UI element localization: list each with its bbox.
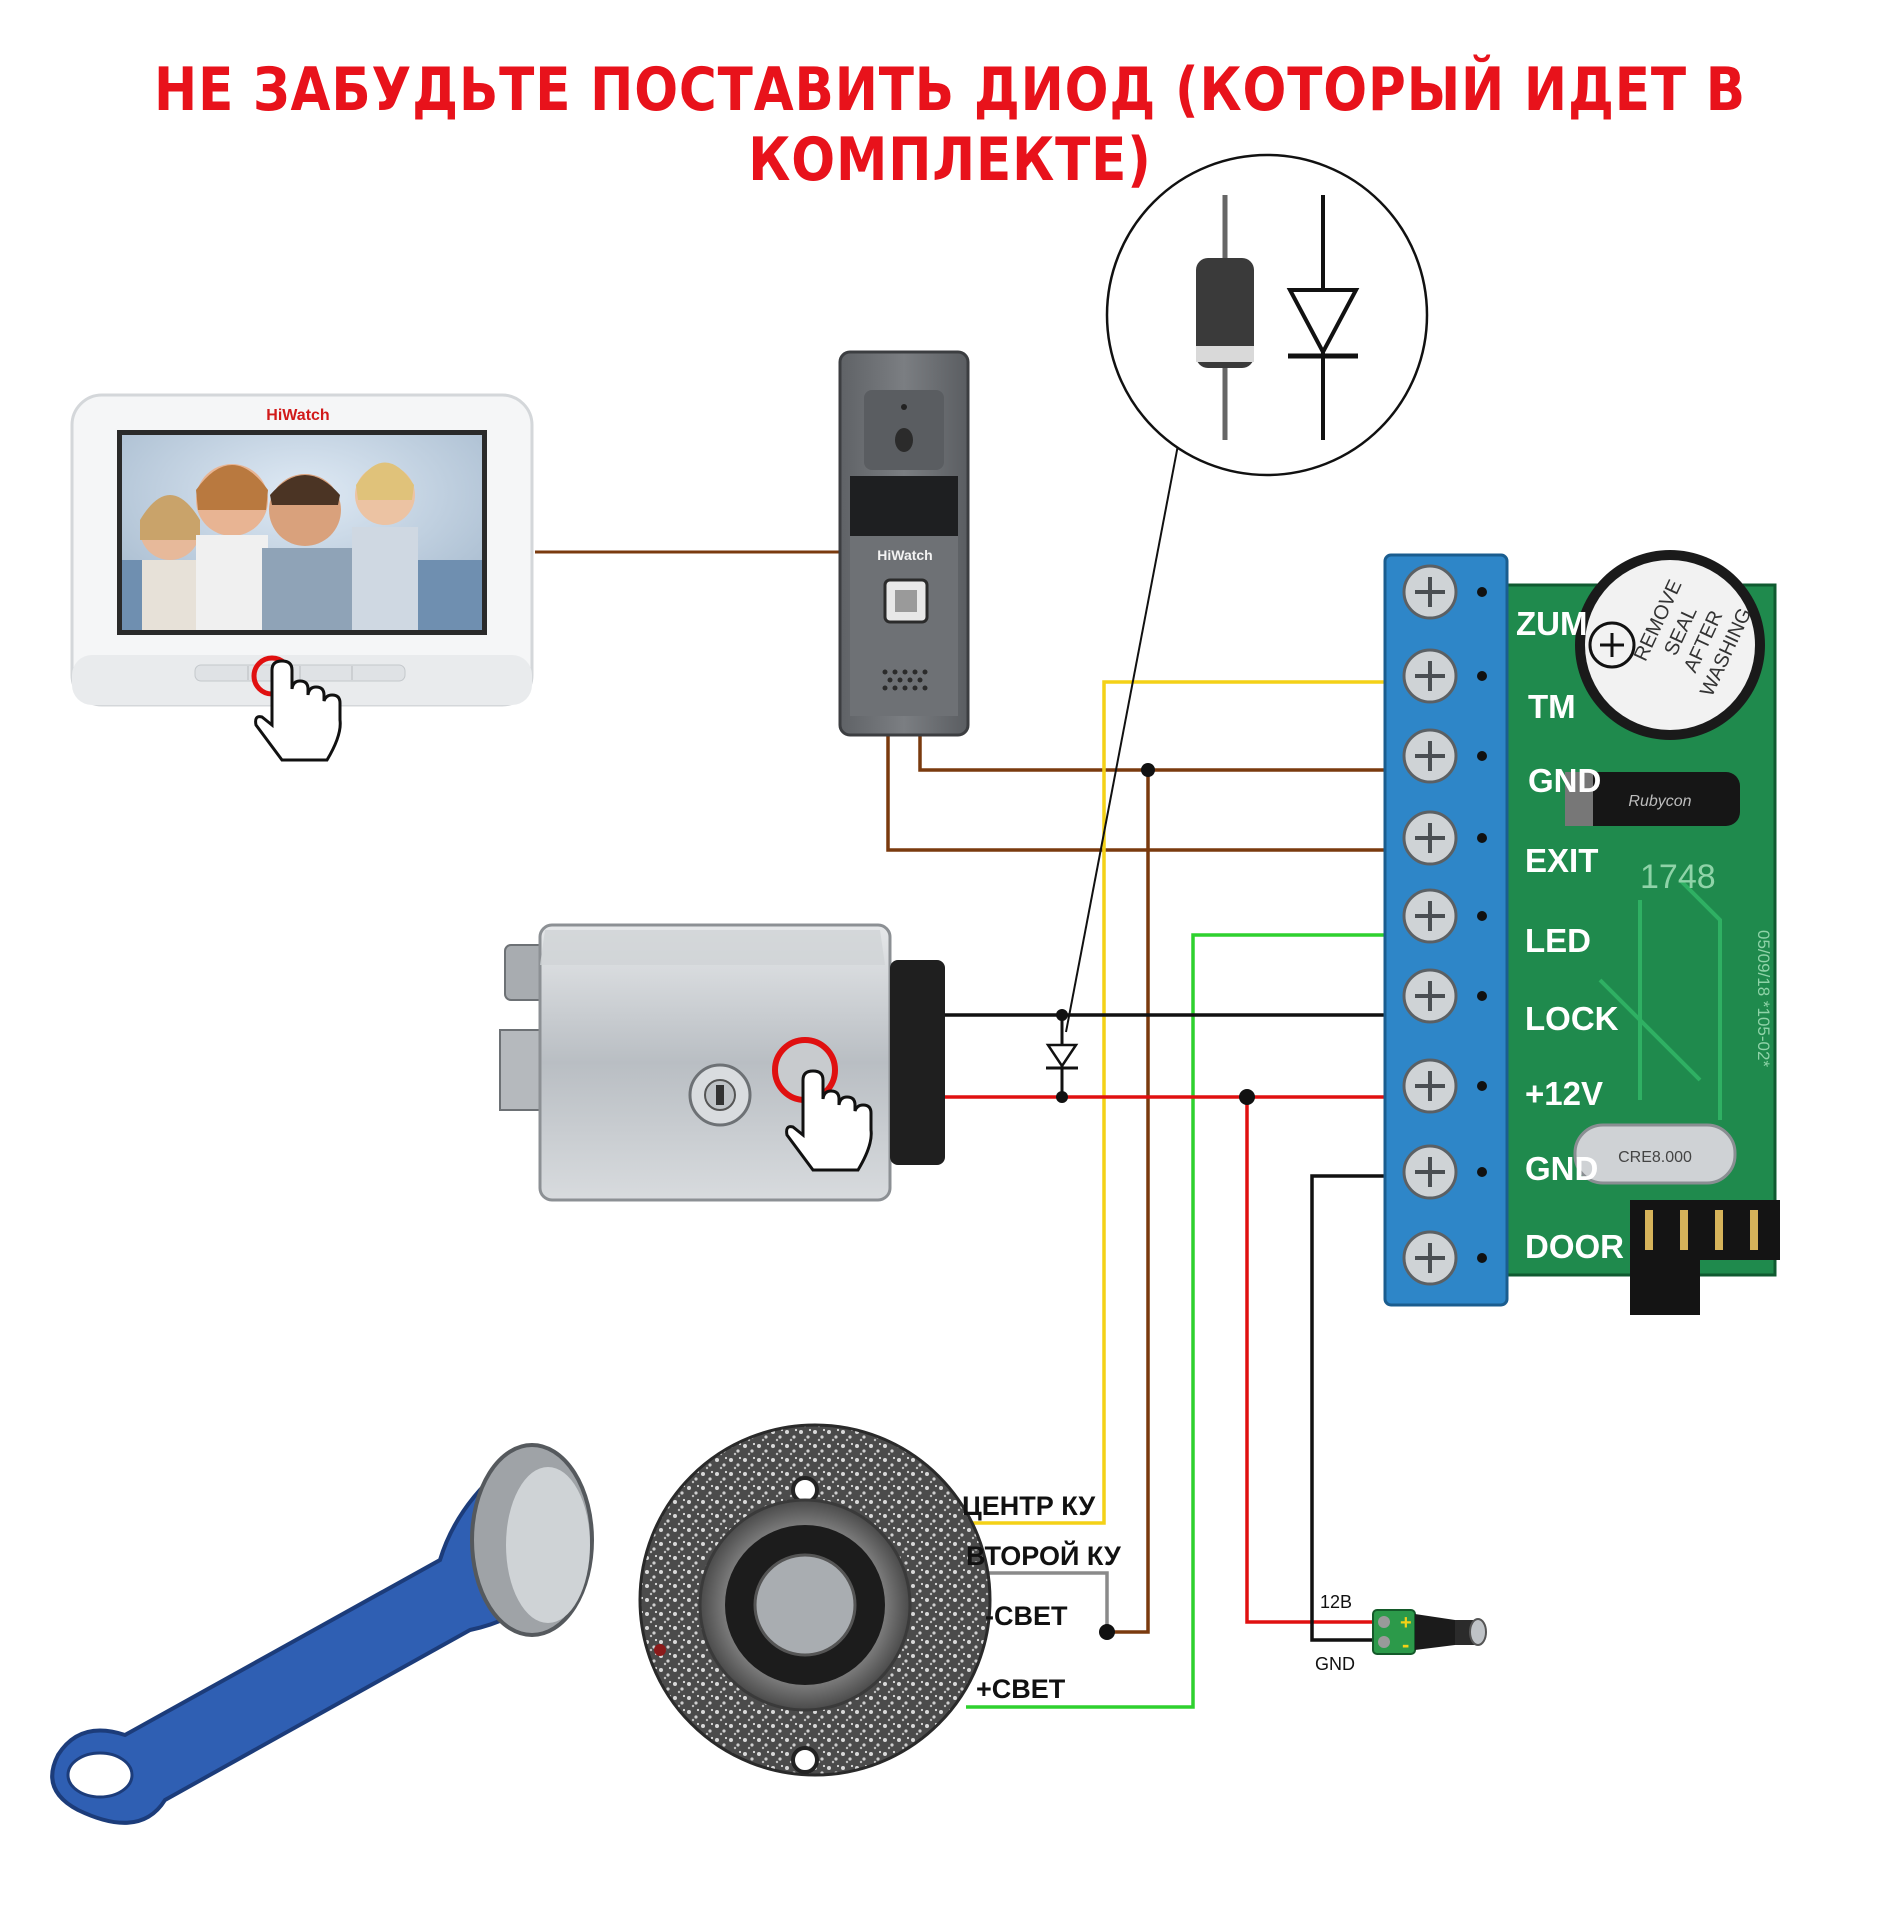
chip-marking: 1748 bbox=[1640, 858, 1716, 896]
terminal-hole bbox=[1477, 1081, 1487, 1091]
capacitor-text: Rubycon bbox=[1628, 793, 1691, 810]
wire-gnd-power bbox=[1310, 1174, 1385, 1642]
terminal-tm: TM bbox=[1528, 688, 1576, 725]
wire-12v-power bbox=[1245, 1097, 1375, 1624]
terminal-hole bbox=[1477, 751, 1487, 761]
doorbell-brand: HiWatch bbox=[877, 547, 932, 563]
speaker-grille bbox=[882, 669, 928, 691]
label-second-ky: ВТОРОЙ КУ bbox=[966, 1540, 1122, 1571]
family-photo bbox=[122, 462, 482, 630]
diode-symbol-icon bbox=[1045, 1043, 1079, 1070]
label-gnd: GND bbox=[1315, 1654, 1355, 1674]
terminal-zum: ZUM bbox=[1516, 605, 1587, 642]
terminal-lock: LOCK bbox=[1525, 1000, 1619, 1037]
wire-doorbell-gnd bbox=[918, 735, 1385, 772]
reader-contact bbox=[753, 1553, 857, 1657]
diode-symbol-large-icon bbox=[1286, 195, 1360, 440]
terminal-hole bbox=[1477, 1253, 1487, 1263]
terminal-exit: EXIT bbox=[1525, 842, 1598, 879]
reader-led bbox=[654, 1644, 666, 1656]
terminal-gnd-1: GND bbox=[1528, 762, 1601, 799]
key-reader bbox=[638, 1423, 992, 1777]
terminal-hole bbox=[1477, 671, 1487, 681]
junction-diode-bottom bbox=[1056, 1091, 1068, 1103]
label-plus-light: +СВЕТ bbox=[976, 1674, 1066, 1704]
power-minus-sign: - bbox=[1402, 1632, 1409, 1657]
crystal-oscillator: CRE8.000 bbox=[1573, 1123, 1737, 1185]
pcb-marking: 05/09/18 *105-02* bbox=[1754, 930, 1773, 1067]
wires bbox=[535, 444, 1385, 1709]
ir-window bbox=[850, 476, 958, 536]
junction-gnd bbox=[1141, 763, 1155, 777]
jumper-header bbox=[1630, 1200, 1780, 1315]
capacitor: Rubycon bbox=[1565, 772, 1740, 826]
hand-pointer-icon bbox=[785, 1069, 873, 1172]
terminal-screws bbox=[1402, 564, 1487, 1286]
video-monitor: HiWatch bbox=[70, 393, 534, 762]
access-controller: REMOVE SEAL AFTER WASHING Rubycon 1748 0… bbox=[1383, 550, 1780, 1315]
crystal-text: CRE8.000 bbox=[1618, 1149, 1692, 1166]
lock-faceplate bbox=[890, 960, 945, 1165]
terminal-12v: +12V bbox=[1525, 1075, 1603, 1112]
junction-diode-top bbox=[1056, 1009, 1068, 1021]
ibutton-key bbox=[50, 1443, 594, 1825]
terminal-hole bbox=[1477, 911, 1487, 921]
camera-lens bbox=[895, 428, 913, 452]
wire-led-plus-light bbox=[966, 933, 1385, 1709]
wire-doorbell-exit bbox=[886, 735, 1385, 852]
power-plus-sign: + bbox=[1400, 1612, 1412, 1634]
warning-title: НЕ ЗАБУДЬТЕ ПОСТАВИТЬ ДИОД (КОТОРЫЙ ИДЕТ… bbox=[154, 55, 1746, 195]
monitor-brand: HiWatch bbox=[266, 407, 329, 424]
power-connector: + - 12В GND bbox=[1315, 1592, 1487, 1674]
label-12v: 12В bbox=[1320, 1592, 1352, 1612]
wire-second-ky bbox=[966, 1571, 1109, 1632]
terminal-door: DOOR bbox=[1525, 1228, 1624, 1265]
electromechanical-lock bbox=[499, 923, 945, 1202]
junction-reader bbox=[1099, 1624, 1115, 1640]
terminal-hole bbox=[1477, 833, 1487, 843]
label-minus-light: -СВЕТ bbox=[985, 1601, 1068, 1631]
terminal-labels: ZUM TM GND EXIT LED LOCK +12V GND DOOR bbox=[1516, 605, 1624, 1265]
terminal-hole bbox=[1477, 991, 1487, 1001]
wire-tm-center bbox=[960, 680, 1385, 1525]
diode-icon bbox=[1196, 195, 1254, 440]
terminal-hole bbox=[1477, 1167, 1487, 1177]
callout-pointer bbox=[1065, 444, 1179, 1033]
key-ring-hole bbox=[66, 1751, 134, 1799]
hand-pointer-icon bbox=[254, 659, 342, 762]
terminal-hole bbox=[1477, 587, 1487, 597]
label-center-ky: ЦЕНТР КУ bbox=[962, 1491, 1096, 1521]
terminal-gnd-2: GND bbox=[1525, 1150, 1598, 1187]
junction-12v bbox=[1239, 1089, 1255, 1105]
buzzer: REMOVE SEAL AFTER WASHING bbox=[1575, 550, 1765, 740]
call-panel: HiWatch bbox=[838, 350, 970, 737]
terminal-led: LED bbox=[1525, 922, 1591, 959]
diode-callout bbox=[1105, 153, 1429, 477]
wire-gnd-minus-light bbox=[1102, 770, 1150, 1634]
mount-hole-bottom bbox=[791, 1746, 819, 1774]
mount-hole-top bbox=[791, 1476, 819, 1504]
